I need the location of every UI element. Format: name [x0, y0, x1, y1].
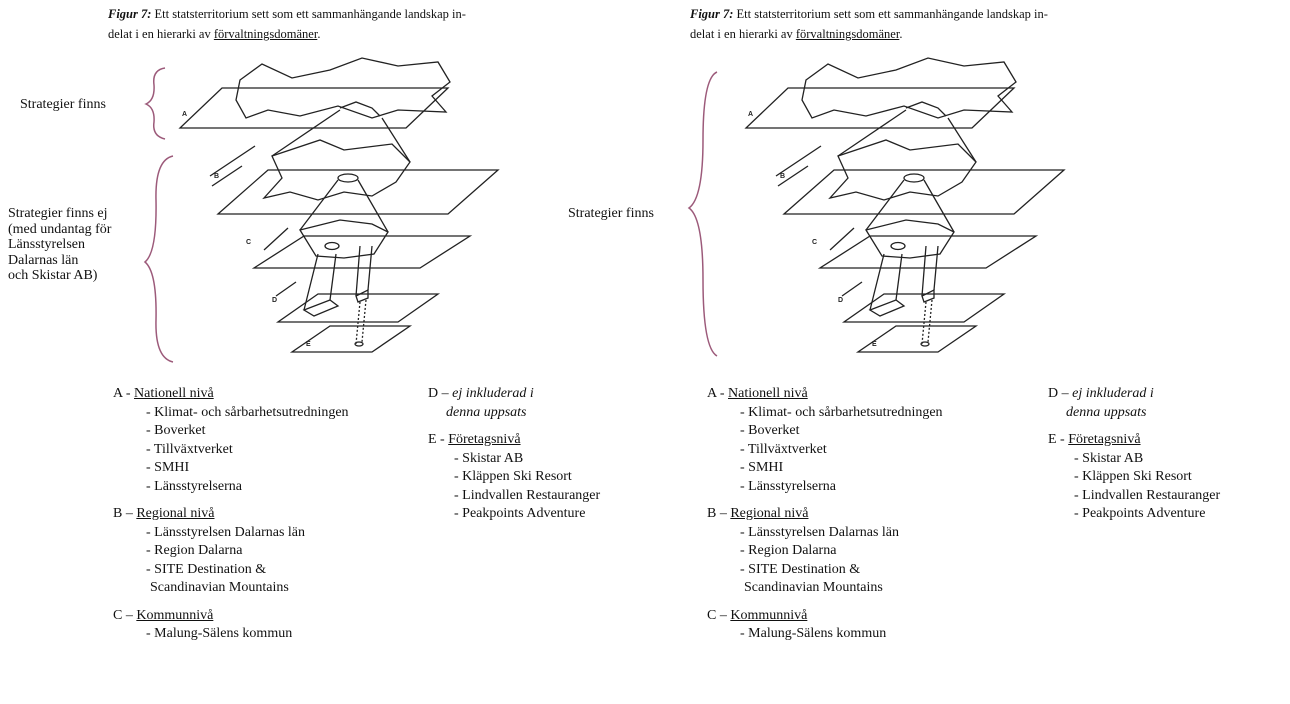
legend-item: - Boverket: [740, 423, 800, 438]
layered-landscape-figure: A B C D E: [687, 57, 1066, 357]
plane-b: [216, 169, 500, 215]
plane-d: [841, 293, 1007, 323]
legend-a-heading: A - Nationell nivå: [113, 386, 214, 401]
landscape-c: [298, 219, 389, 259]
legend-a-heading: A - Nationell nivå: [707, 386, 808, 401]
legend-column-1: A - Nationell nivå - Klimat- och sårbarh…: [707, 385, 943, 644]
plane-c: [251, 235, 473, 269]
layer-label-d: D: [272, 297, 277, 304]
left-panel: Figur 7: Ett statsterritorium sett som e…: [8, 7, 600, 644]
legend-item: - Malung-Sälens kommun: [146, 626, 293, 641]
caption-line1: Ett statsterritorium sett som ett samman…: [736, 7, 1048, 21]
legend-b-heading: B – Regional nivå: [113, 506, 215, 521]
landscape-b: [828, 139, 977, 201]
legend-item: - Peakpoints Adventure: [454, 506, 586, 521]
figure-caption: Figur 7: Ett statsterritorium sett som e…: [690, 7, 1048, 41]
legend-item: - SITE Destination &: [740, 561, 861, 577]
legend-item: - Lindvallen Restauranger: [454, 487, 601, 503]
layered-landscape-figure: A B C D E: [143, 57, 500, 363]
legend-column-2: D – ej inkluderad i denna uppsats E - Fö…: [1048, 385, 1220, 524]
landscape-c: [864, 219, 955, 259]
caption-prefix: Figur 7:: [690, 7, 734, 21]
bracket-top: [144, 67, 166, 140]
plane-d: [275, 293, 441, 323]
right-panel: Figur 7: Ett statsterritorium sett som e…: [568, 0, 1290, 704]
layer-label-d: D: [838, 297, 843, 304]
legend-item: - Länsstyrelsen Dalarnas län: [740, 524, 899, 540]
layer-label-b: B: [214, 173, 219, 180]
caption-underlined-term: förvaltningsdomäner: [795, 27, 900, 41]
legend-item: - SITE Destination &: [146, 561, 267, 577]
layer-label-e: E: [872, 341, 877, 348]
legend-item: - Klimat- och sårbarhetsutredningen: [146, 404, 349, 420]
plane-b: [782, 169, 1066, 215]
legend-column-2: D – ej inkluderad i denna uppsats E - Fö…: [428, 385, 600, 524]
layer-label-a: A: [182, 111, 187, 118]
legend-c-heading: C – Kommunnivå: [113, 607, 214, 623]
legend-item: - Skistar AB: [454, 450, 524, 466]
caption-prefix: Figur 7:: [108, 7, 152, 21]
legend-b-heading: B – Regional nivå: [707, 506, 809, 521]
legend-d-heading: D – ej inkluderad i: [428, 386, 534, 401]
strategies-exist-label: Strategier finns: [568, 206, 654, 221]
bracket-bottom: [143, 155, 174, 363]
strategies-exist-label: Strategier finns: [20, 97, 106, 112]
caption-line2: delat i en hierarki av: [690, 27, 796, 41]
legend-item: Scandinavian Mountains: [744, 580, 883, 595]
legend-item: - Klimat- och sårbarhetsutredningen: [740, 404, 943, 420]
legend-item: - Malung-Sälens kommun: [740, 626, 887, 641]
legend-item: - Peakpoints Adventure: [1074, 506, 1206, 521]
landscape-b: [262, 139, 411, 201]
plane-a: [744, 87, 1016, 129]
legend-item: - Kläppen Ski Resort: [1074, 469, 1192, 484]
legend-item: - Tillväxtverket: [740, 441, 827, 457]
legend-item: - Boverket: [146, 423, 206, 438]
layer-label-c: C: [812, 239, 817, 246]
plane-e: [289, 325, 413, 353]
bracket: [687, 71, 718, 357]
legend-item: - Kläppen Ski Resort: [454, 469, 572, 484]
legend-d-line2: denna uppsats: [1066, 404, 1147, 420]
legend-column-1: A - Nationell nivå - Klimat- och sårbarh…: [113, 385, 349, 644]
legend-item: - Region Dalarna: [740, 543, 837, 558]
legend-item: - Region Dalarna: [146, 543, 243, 558]
legend-item: - SMHI: [740, 460, 784, 475]
legend-d-line2: denna uppsats: [446, 404, 527, 420]
plane-a: [178, 87, 450, 129]
strategies-missing-label: Strategier finns ej (med undantag för Lä…: [8, 206, 112, 283]
layer-label-e: E: [306, 341, 311, 348]
legend-e-heading: E - Företagsnivå: [428, 432, 521, 447]
figure-caption: Figur 7: Ett statsterritorium sett som e…: [108, 7, 466, 41]
plane-e: [855, 325, 979, 353]
plane-c: [817, 235, 1039, 269]
layer-label-b: B: [780, 173, 785, 180]
layer-label-a: A: [748, 111, 753, 118]
legend-item: - Skistar AB: [1074, 450, 1144, 466]
landscape-a: [235, 57, 451, 119]
legend-item: Scandinavian Mountains: [150, 580, 289, 595]
legend-e-heading: E - Företagsnivå: [1048, 432, 1141, 447]
legend-item: - SMHI: [146, 460, 190, 475]
legend-item: - Tillväxtverket: [146, 441, 233, 457]
legend-item: - Länsstyrelserna: [146, 478, 243, 494]
legend-item: - Länsstyrelsen Dalarnas län: [146, 524, 305, 540]
legend-c-heading: C – Kommunnivå: [707, 607, 808, 623]
layer-label-c: C: [246, 239, 251, 246]
legend-item: - Lindvallen Restauranger: [1074, 487, 1221, 503]
caption-underlined-term: förvaltningsdomäner: [213, 27, 318, 41]
landscape-a: [801, 57, 1017, 119]
legend-item: - Länsstyrelserna: [740, 478, 837, 494]
caption-line1: Ett statsterritorium sett som ett samman…: [154, 7, 466, 21]
caption-line2: delat i en hierarki av: [108, 27, 214, 41]
legend-d-heading: D – ej inkluderad i: [1048, 386, 1154, 401]
